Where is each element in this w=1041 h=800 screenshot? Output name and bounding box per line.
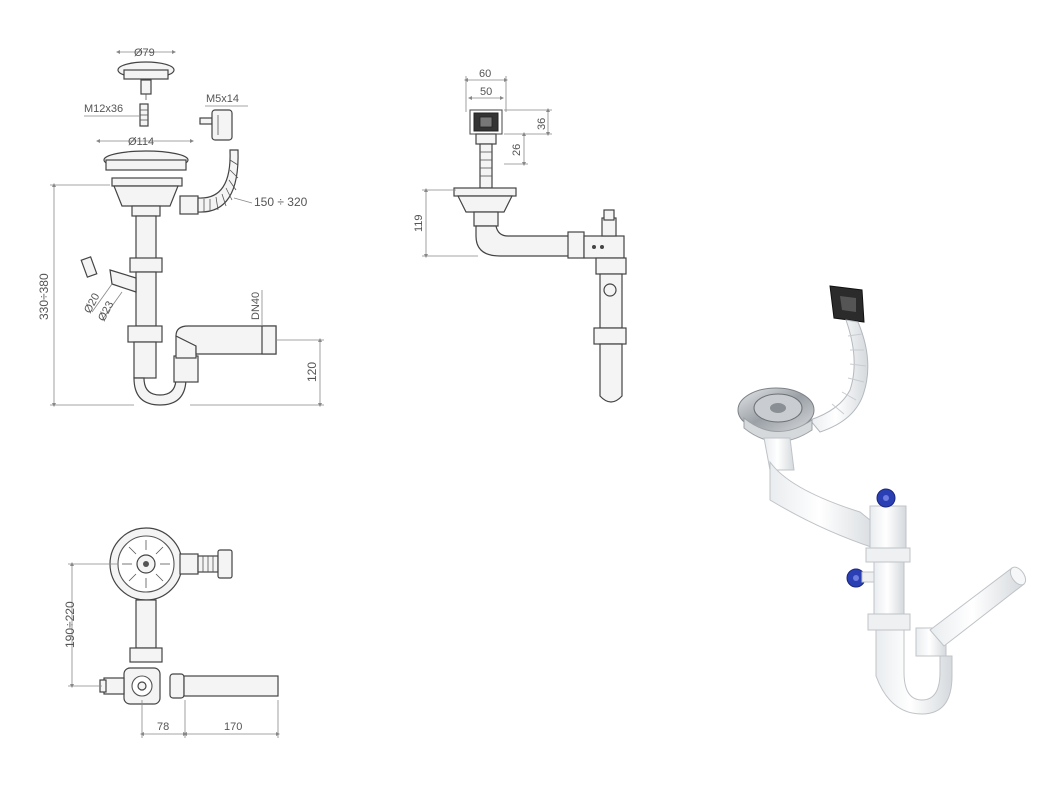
render-blue-caps	[846, 488, 896, 588]
overflow-height-label: 36	[536, 118, 548, 130]
isometric-render	[737, 285, 1027, 715]
flange-diameter-label: Ø114	[128, 136, 154, 148]
inlet-offset-label: 78	[157, 721, 169, 733]
strainer-basket	[117, 61, 175, 100]
overflow-hose-length-label: 150 ÷ 320	[254, 195, 308, 209]
overflow-outer-width-label: 60	[479, 68, 491, 80]
overflow-inner-width-label: 50	[480, 86, 492, 98]
waste-body	[111, 177, 277, 406]
strainer-slots	[122, 540, 170, 588]
waste-height-label: 119	[413, 214, 425, 232]
front-view: Ø79 M12x36 M5x14 Ø114	[37, 47, 324, 407]
render-strainer	[737, 387, 815, 442]
outlet-height-label: 120	[305, 362, 319, 382]
outlet-size-label: DN40	[250, 292, 262, 320]
depth-range-label: 190÷220	[63, 601, 77, 648]
strainer-diameter-label: Ø79	[134, 47, 155, 59]
render-pipes	[763, 437, 1027, 715]
outlet-length-label: 170	[224, 721, 242, 733]
overflow-hose	[179, 149, 239, 215]
side-inlet	[80, 256, 137, 293]
screw-thread-label: M12x36	[84, 103, 123, 115]
overflow-screw-label: M5x14	[206, 93, 239, 105]
total-height-label: 330÷380	[37, 273, 51, 320]
top-view: 190÷220 78 170	[63, 527, 280, 738]
top-trap	[99, 667, 279, 705]
center-screw	[139, 103, 149, 127]
side-overflow-hose	[475, 133, 497, 189]
overflow-depth-label: 26	[511, 144, 523, 156]
side-view: 60 50 36 26	[413, 68, 627, 403]
overflow-cap	[199, 109, 233, 141]
top-overflow-arm	[179, 549, 233, 579]
side-waste-body	[453, 187, 627, 403]
render-overflow-hose	[809, 319, 869, 433]
render-overflow-plate	[829, 285, 865, 323]
